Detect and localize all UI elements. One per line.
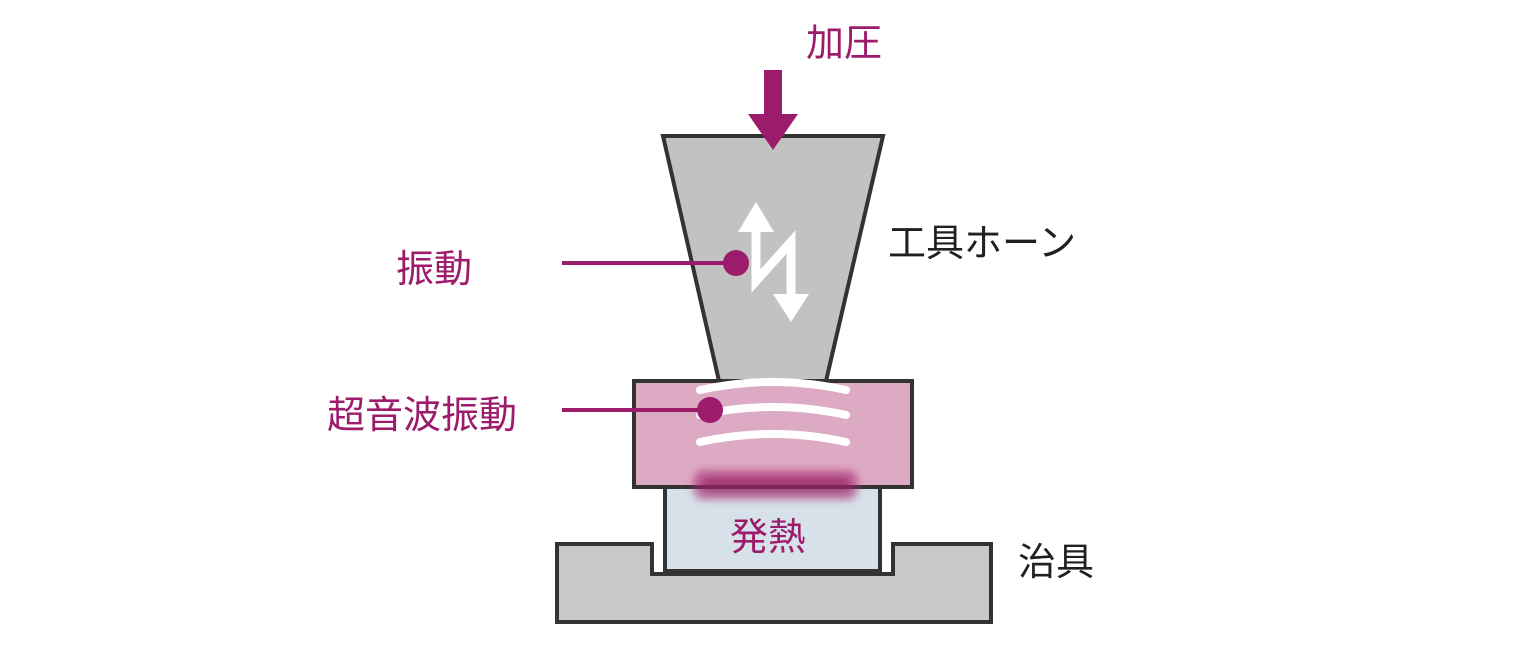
- heat-label: 発熱: [730, 515, 807, 559]
- jig: [555, 542, 993, 624]
- pressure-arrow: [748, 70, 798, 150]
- ultrasonic-leader: [562, 397, 723, 423]
- pressure-label: 加圧: [806, 21, 883, 65]
- vibration-arrow-icon: [738, 202, 809, 322]
- ultrasonic-vibration-label: 超音波振動: [327, 393, 518, 437]
- heat-zone: [693, 470, 858, 500]
- lower-workpiece: [663, 484, 882, 573]
- jig-label: 治具: [1018, 540, 1095, 584]
- vibration-leader: [562, 250, 749, 276]
- horn-label: 工具ホーン: [888, 221, 1077, 265]
- vibration-label: 振動: [396, 247, 473, 291]
